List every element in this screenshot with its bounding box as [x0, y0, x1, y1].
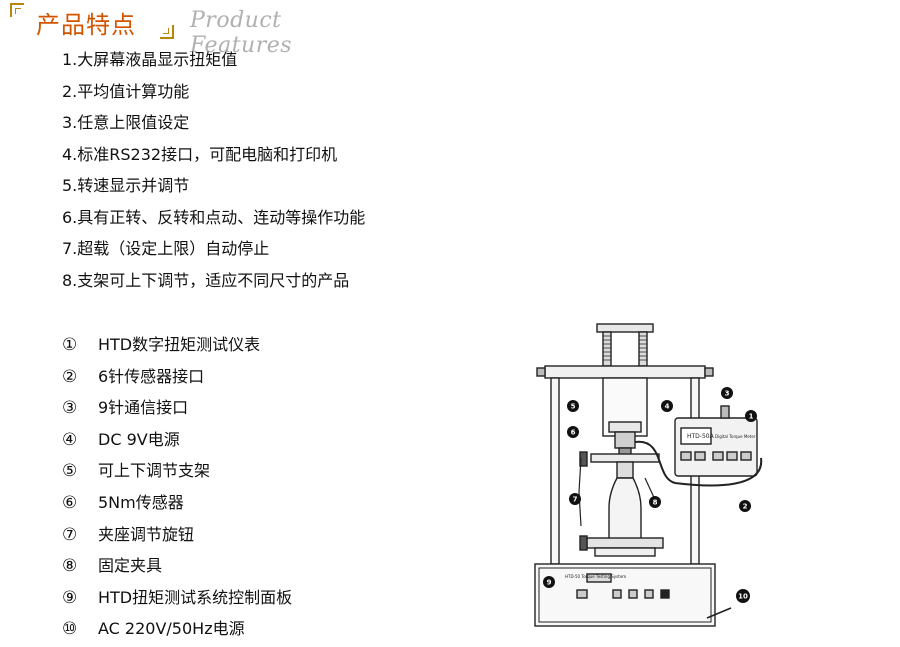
section-title-en: Product Features: [190, 8, 293, 58]
callout-8: 8: [653, 499, 658, 507]
feature-list: 1.大屏幕液晶显示扭矩值 2.平均值计算功能 3.任意上限值设定 4.标准RS2…: [62, 46, 365, 298]
part-item: ④ DC 9V电源: [62, 426, 292, 458]
part-item: ⑩ AC 220V/50Hz电源: [62, 615, 292, 647]
callout-2: 2: [743, 503, 748, 511]
callout-6: 6: [571, 429, 576, 437]
feature-item: 5.转速显示并调节: [62, 176, 190, 195]
feature-item: 3.任意上限值设定: [62, 113, 190, 132]
panel-title-label: HTD-50 Torque Testing System: [565, 574, 626, 579]
base-control-panel: [534, 563, 716, 627]
part-item: ⑨ HTD扭矩测试系统控制面板: [62, 584, 292, 616]
lower-clamp: [586, 537, 664, 549]
part-label: HTD扭矩测试系统控制面板: [98, 587, 293, 607]
digital-torque-meter: [674, 417, 758, 477]
feature-item: 7.超载（设定上限）自动停止: [62, 239, 270, 258]
part-number: ⑤: [62, 461, 78, 482]
part-label: 夹座调节旋钮: [98, 524, 195, 544]
section-title-cn: 产品特点: [36, 11, 136, 39]
feature-item: 2.平均值计算功能: [62, 81, 190, 101]
callout-9: 9: [547, 579, 552, 587]
column-left: [550, 377, 560, 565]
part-label: 9针通信接口: [98, 398, 189, 418]
sample-bottle: [608, 477, 642, 541]
part-label: 5Nm传感器: [98, 492, 184, 512]
top-crossbar: [544, 365, 706, 379]
part-number: ⑧: [62, 556, 78, 577]
feature-item: 4.标准RS232接口，可配电脑和打印机: [62, 144, 338, 164]
part-number: ⑩: [62, 619, 78, 640]
part-item: ① HTD数字扭矩测试仪表: [62, 331, 292, 363]
callout-7: 7: [573, 496, 578, 504]
part-item: ⑦ 夹座调节旋钮: [62, 521, 292, 553]
clamp-crossbar: [590, 453, 660, 463]
part-label: 固定夹具: [98, 556, 163, 576]
part-item: ③ 9针通信接口: [62, 394, 292, 426]
callout-1: 1: [749, 413, 754, 421]
section-header: 产品特点 Product Features: [10, 3, 390, 58]
part-label: 6针传感器接口: [98, 366, 205, 386]
part-number: ③: [62, 398, 78, 419]
part-item: ⑥ 5Nm传感器: [62, 489, 292, 521]
part-number: ④: [62, 429, 78, 450]
corner-ornament-top-left: [10, 3, 24, 17]
part-item: ⑧ 固定夹具: [62, 552, 292, 584]
part-number: ⑦: [62, 524, 78, 545]
parts-list: ① HTD数字扭矩测试仪表 ② 6针传感器接口 ③ 9针通信接口 ④ DC 9V电源 ⑤…: [62, 331, 292, 647]
part-item: ⑤ 可上下调节支架: [62, 457, 292, 489]
callout-3: 3: [725, 390, 730, 398]
part-item: ② 6针传感器接口: [62, 363, 292, 395]
lead-screw-left: [602, 331, 612, 367]
part-number: ⑥: [62, 492, 78, 513]
meter-model-label: HTD-50A: [687, 433, 715, 440]
part-label: DC 9V电源: [98, 429, 180, 449]
torque-tester-diagram: HTD-50A Digital Torque Meter HTD-50 Torq…: [534, 323, 763, 627]
callout-5: 5: [571, 403, 576, 411]
feature-item: 8.支架可上下调节，适应不同尺寸的产品: [62, 270, 350, 290]
callout-4: 4: [665, 403, 670, 411]
part-number: ⑨: [62, 587, 78, 608]
feature-item: 1.大屏幕液晶显示扭矩值: [62, 50, 238, 69]
part-label: HTD数字扭矩测试仪表: [98, 335, 261, 354]
corner-ornament-bottom-right: [160, 25, 174, 39]
lead-screw-right: [638, 331, 648, 367]
meter-subtitle-label: Digital Torque Meter: [715, 434, 756, 439]
part-label: AC 220V/50Hz电源: [98, 619, 245, 639]
feature-item: 6.具有正转、反转和点动、连动等操作功能: [62, 207, 366, 227]
part-number: ②: [62, 366, 78, 387]
part-label: 可上下调节支架: [98, 461, 211, 481]
torque-sensor: [614, 431, 636, 449]
callout-10: 10: [738, 593, 748, 601]
top-plate: [596, 323, 654, 333]
part-number: ①: [62, 335, 78, 355]
